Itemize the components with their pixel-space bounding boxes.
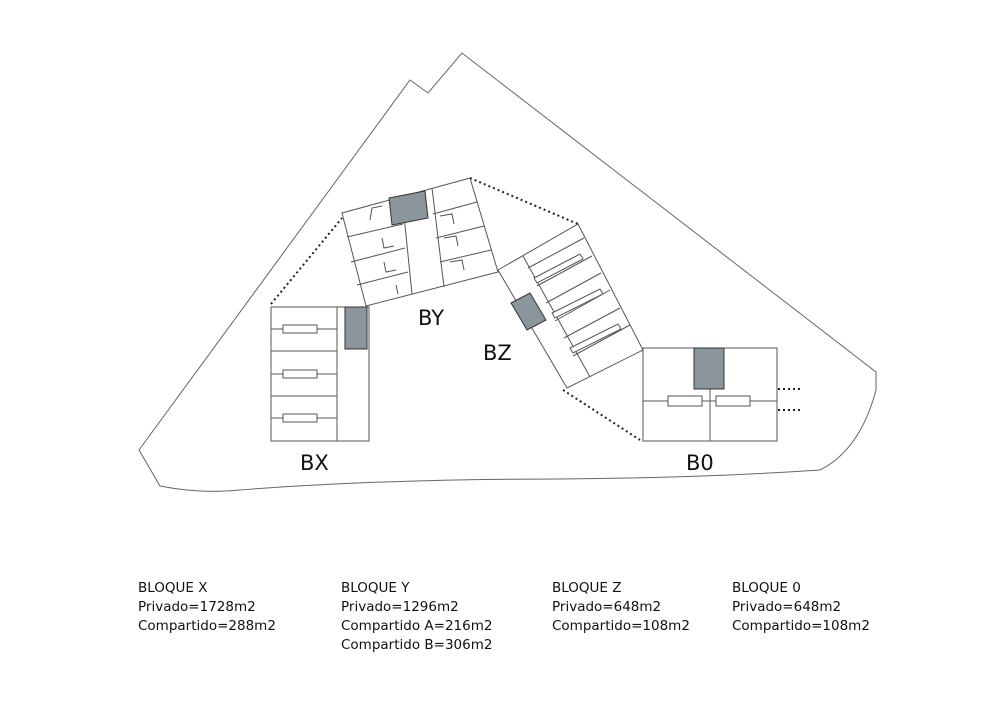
block-0 — [642, 347, 778, 442]
walkway-bx-by — [270, 217, 343, 305]
legend-line: Privado=1296m2 — [341, 599, 459, 615]
block-y — [341, 177, 499, 307]
legend-title: BLOQUE Y — [341, 580, 410, 596]
legend-line: Compartido B=306m2 — [341, 637, 493, 653]
legend-title: BLOQUE X — [138, 580, 208, 596]
legend-line: Compartido A=216m2 — [341, 618, 493, 634]
block-y-outline — [341, 177, 499, 307]
walkway-by-bz — [469, 177, 579, 225]
walkway-bz-b0 — [562, 389, 641, 441]
walkway-paths — [270, 177, 802, 441]
site-plan: BX BY BZ B0 — [138, 52, 877, 492]
block-x — [270, 306, 370, 442]
legend-line: Privado=648m2 — [552, 599, 662, 615]
legend-bloque-y: BLOQUE Y Privado=1296m2 Compartido A=216… — [341, 579, 492, 655]
block-x-core — [344, 306, 368, 350]
label-bx: BX — [300, 451, 329, 475]
site-boundary — [138, 52, 877, 492]
block-y-core — [388, 190, 429, 226]
legend-line: Privado=1728m2 — [138, 599, 256, 615]
block-z-core — [510, 292, 547, 331]
block-z — [497, 223, 644, 389]
label-bz: BZ — [483, 341, 512, 365]
label-b0: B0 — [686, 451, 714, 475]
legend-title: BLOQUE 0 — [732, 580, 801, 596]
label-by: BY — [418, 306, 444, 330]
legend-line: Privado=648m2 — [732, 599, 842, 615]
legend-line: Compartido=108m2 — [732, 618, 870, 634]
legend-bloque-0: BLOQUE 0 Privado=648m2 Compartido=108m2 — [732, 579, 870, 636]
legend-bloque-x: BLOQUE X Privado=1728m2 Compartido=288m2 — [138, 579, 276, 636]
legend-line: Compartido=108m2 — [552, 618, 690, 634]
legend-title: BLOQUE Z — [552, 580, 622, 596]
legend-bloque-z: BLOQUE Z Privado=648m2 Compartido=108m2 — [552, 579, 690, 636]
block-0-core — [693, 347, 725, 390]
legend-line: Compartido=288m2 — [138, 618, 276, 634]
